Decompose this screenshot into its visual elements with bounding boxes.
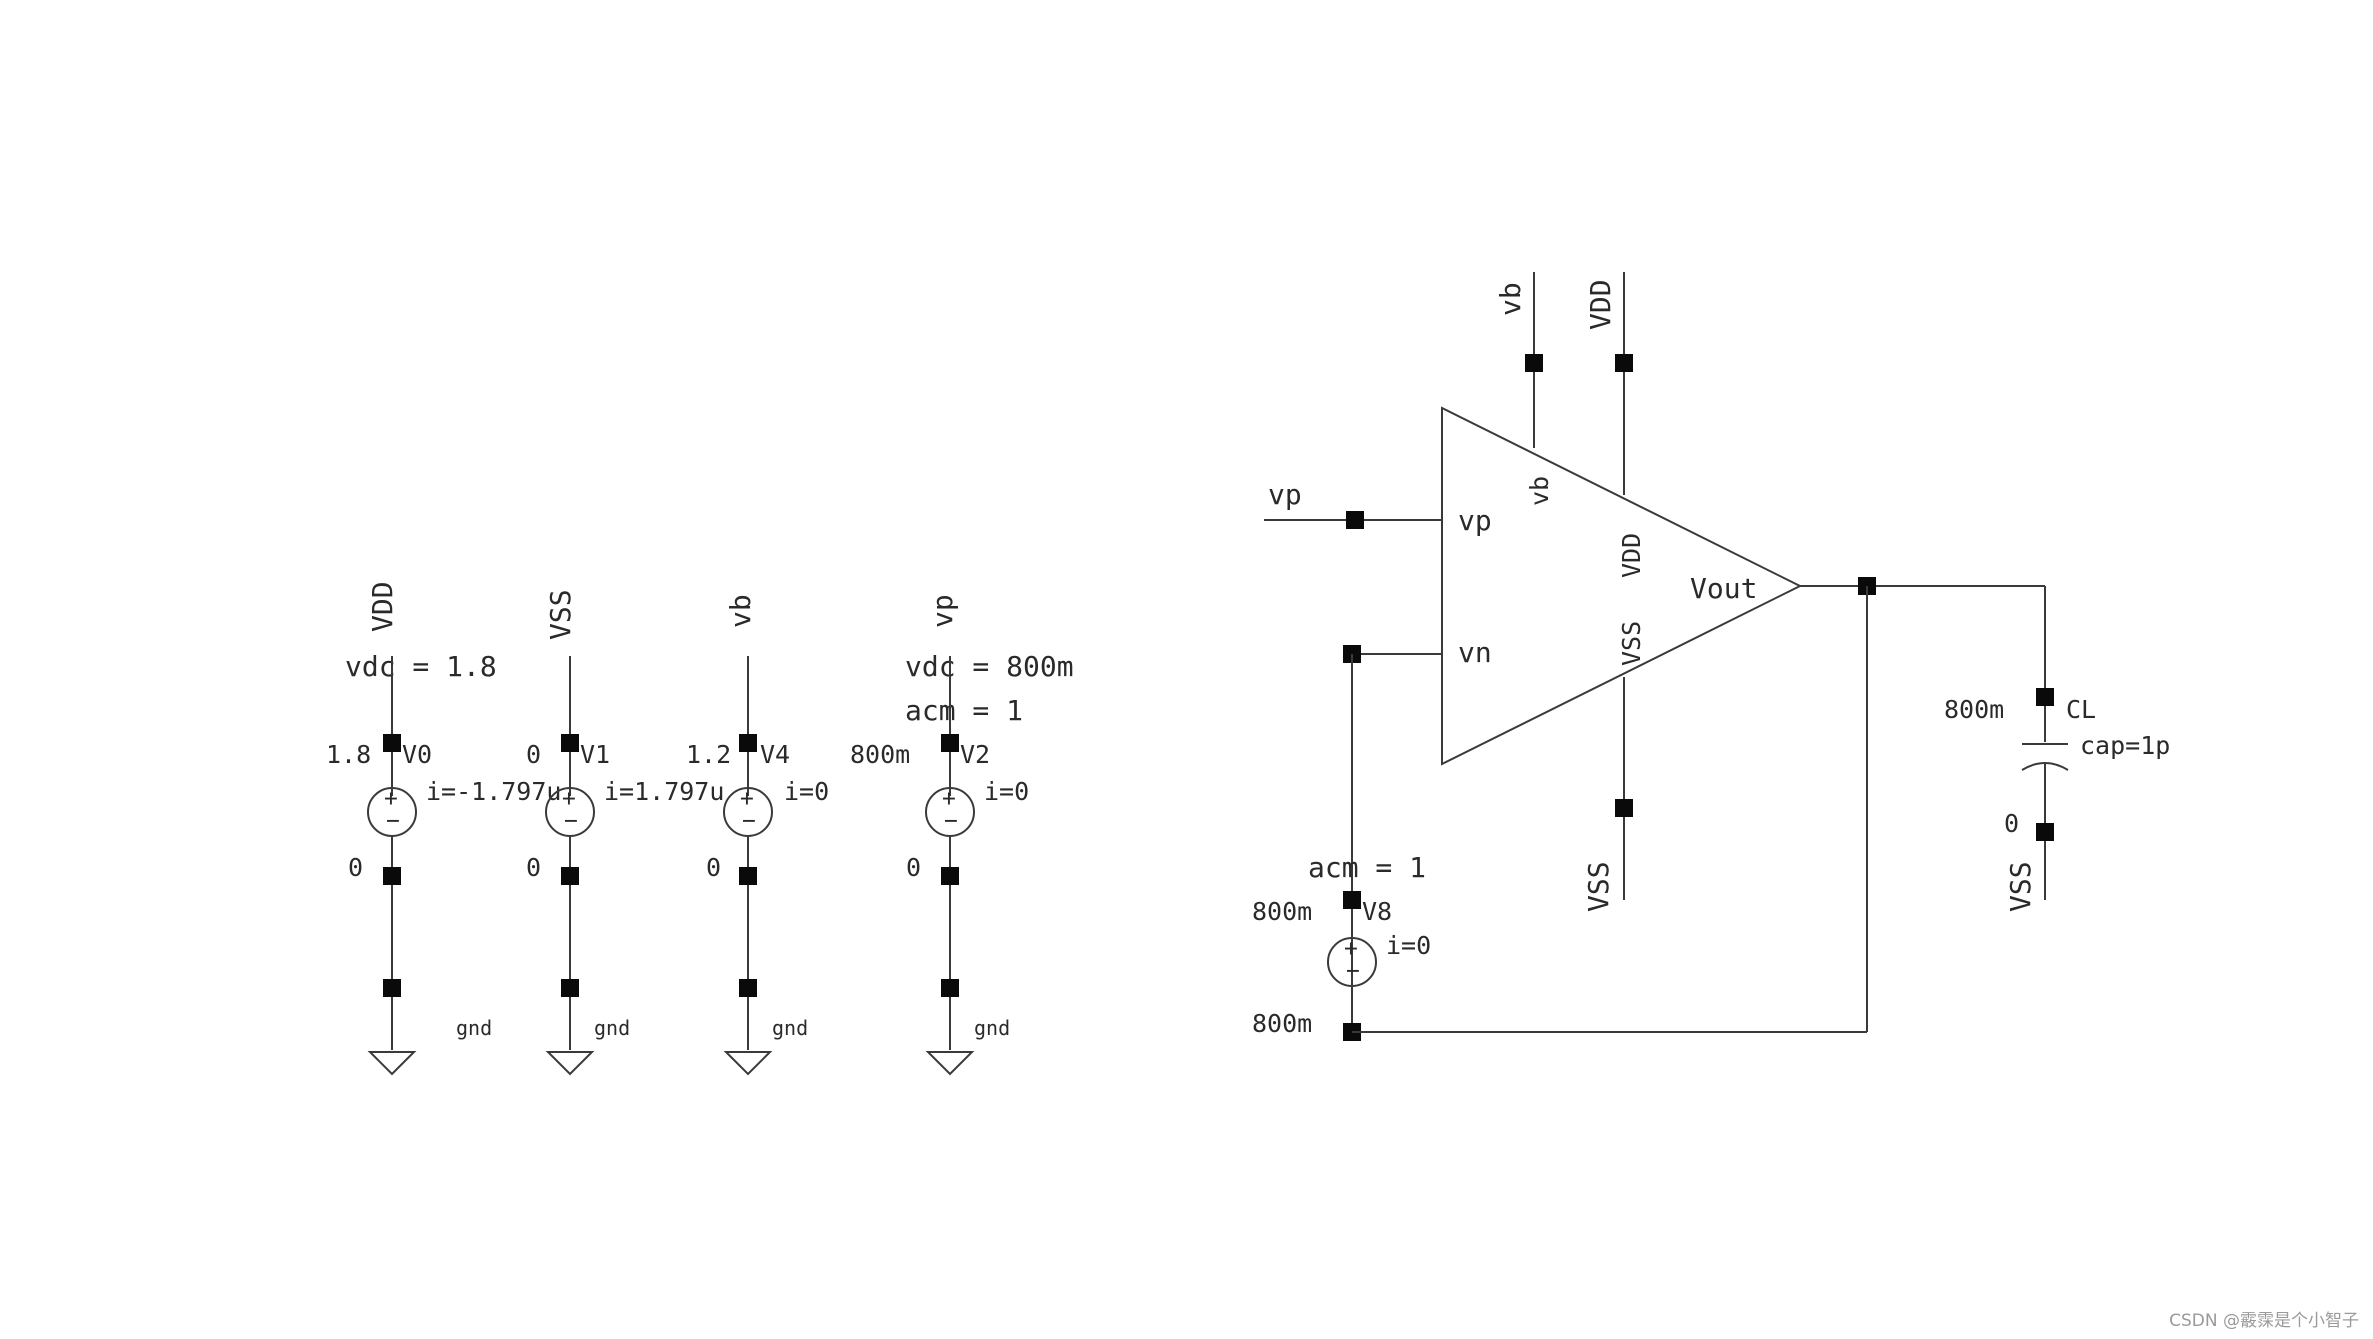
pin-terminal[interactable] (383, 867, 401, 885)
param-acm: acm = 1 (1308, 851, 1426, 884)
pin-terminal[interactable] (561, 734, 579, 752)
minus-glyph: − (944, 808, 958, 834)
minus-glyph: − (564, 808, 578, 834)
net-label-vss: VSS (544, 589, 577, 640)
current-annotation: i=0 (1386, 931, 1431, 960)
voltage-source-v2[interactable]: vp vdc = 800m acm = 1 800m V2 + − i=0 0 … (850, 594, 1074, 1076)
node-voltage: 0 (526, 853, 541, 882)
ground-symbol (367, 1051, 417, 1076)
ground-symbol (545, 1051, 595, 1076)
current-annotation: i=0 (984, 777, 1029, 806)
minus-glyph: − (742, 808, 756, 834)
ground-label: gnd (456, 1016, 492, 1040)
node-voltage: 0 (348, 853, 363, 882)
pin-terminal[interactable] (941, 979, 959, 997)
instance-name: V2 (960, 740, 990, 769)
net-label-vss: VSS (1582, 861, 1615, 912)
instance-name: V4 (760, 740, 790, 769)
pin-terminal[interactable] (1615, 354, 1633, 372)
pin-terminal[interactable] (1346, 511, 1364, 529)
ground-symbol (925, 1051, 975, 1076)
minus-glyph: − (1346, 958, 1360, 984)
pin-terminal[interactable] (383, 734, 401, 752)
load-capacitor-cl[interactable]: 800m CL cap=1p 0 VSS (1944, 586, 2170, 912)
net-label-vp: vp (926, 594, 959, 628)
minus-glyph: − (386, 808, 400, 834)
opamp[interactable]: vb vb VDD VDD vp vp vn VSS VSS Vout (1264, 272, 2045, 912)
ground-label: gnd (594, 1016, 630, 1040)
pin-terminal[interactable] (941, 867, 959, 885)
node-voltage: 800m (1252, 1009, 1312, 1038)
node-voltage: 1.8 (326, 740, 371, 769)
ground-symbol (723, 1051, 773, 1076)
voltage-source-v4[interactable]: vb 1.2 V4 + − i=0 0 gnd (686, 594, 829, 1076)
plus-glyph: + (1344, 936, 1358, 962)
net-label-vdd: VDD (1584, 279, 1617, 330)
voltage-source-v1[interactable]: VSS 0 V1 + − i=1.797u 0 gnd (526, 589, 724, 1076)
plus-glyph: + (942, 786, 956, 812)
node-voltage: 800m (1944, 695, 2004, 724)
pin-label-vp: vp (1458, 504, 1492, 537)
node-voltage: 800m (1252, 897, 1312, 926)
pin-terminal[interactable] (941, 734, 959, 752)
instance-name: V8 (1362, 897, 1392, 926)
param-acm: acm = 1 (905, 694, 1023, 727)
net-label-vb: vb (724, 594, 757, 628)
voltage-source-v8[interactable]: acm = 1 800m V8 + − i=0 800m (1252, 586, 1868, 1041)
node-voltage: 0 (906, 853, 921, 882)
pin-terminal[interactable] (1525, 354, 1543, 372)
plus-glyph: + (740, 786, 754, 812)
pin-terminal[interactable] (2036, 688, 2054, 706)
net-label-vdd: VDD (366, 581, 399, 632)
instance-name: V1 (580, 740, 610, 769)
ground-label: gnd (772, 1016, 808, 1040)
pin-terminal[interactable] (739, 979, 757, 997)
pin-terminal[interactable] (739, 867, 757, 885)
net-label-vp: vp (1268, 478, 1302, 511)
node-voltage: 0 (706, 853, 721, 882)
current-annotation: i=1.797u (604, 777, 724, 806)
node-voltage: 800m (850, 740, 910, 769)
pin-terminal[interactable] (739, 734, 757, 752)
pin-label-vn: vn (1458, 636, 1492, 669)
voltage-source-v0[interactable]: VDD vdc = 1.8 1.8 V0 + − i=-1.797u 0 gnd (326, 581, 561, 1076)
param-vdc: vdc = 800m (905, 650, 1074, 683)
capacitor-plate-bottom (2021, 762, 2069, 771)
pin-terminal[interactable] (1343, 891, 1361, 909)
instance-name: CL (2066, 695, 2096, 724)
pin-label-vss: VSS (1617, 621, 1646, 666)
watermark: CSDN @霰霂是个小智子 (2169, 1311, 2359, 1331)
instance-name: V0 (402, 740, 432, 769)
opamp-triangle (1441, 406, 1803, 766)
plus-glyph: + (562, 786, 576, 812)
pin-label-vb: vb (1525, 476, 1554, 506)
node-voltage: 1.2 (686, 740, 731, 769)
pin-terminal[interactable] (383, 979, 401, 997)
current-annotation: i=-1.797u (426, 777, 561, 806)
pin-terminal[interactable] (561, 979, 579, 997)
voltage-source-symbol (1327, 937, 1377, 987)
plus-glyph: + (384, 786, 398, 812)
ground-label: gnd (974, 1016, 1010, 1040)
param-vdc: vdc = 1.8 (345, 650, 497, 683)
net-label-vss: VSS (2004, 861, 2037, 912)
pin-terminal[interactable] (561, 867, 579, 885)
pin-label-vout: Vout (1690, 572, 1757, 605)
pin-label-vdd: VDD (1617, 533, 1646, 578)
pin-terminal[interactable] (1615, 799, 1633, 817)
node-voltage: 0 (2004, 809, 2019, 838)
node-voltage: 0 (526, 740, 541, 769)
param-cap: cap=1p (2080, 731, 2170, 760)
pin-terminal[interactable] (2036, 823, 2054, 841)
net-label-vb: vb (1494, 282, 1527, 316)
current-annotation: i=0 (784, 777, 829, 806)
